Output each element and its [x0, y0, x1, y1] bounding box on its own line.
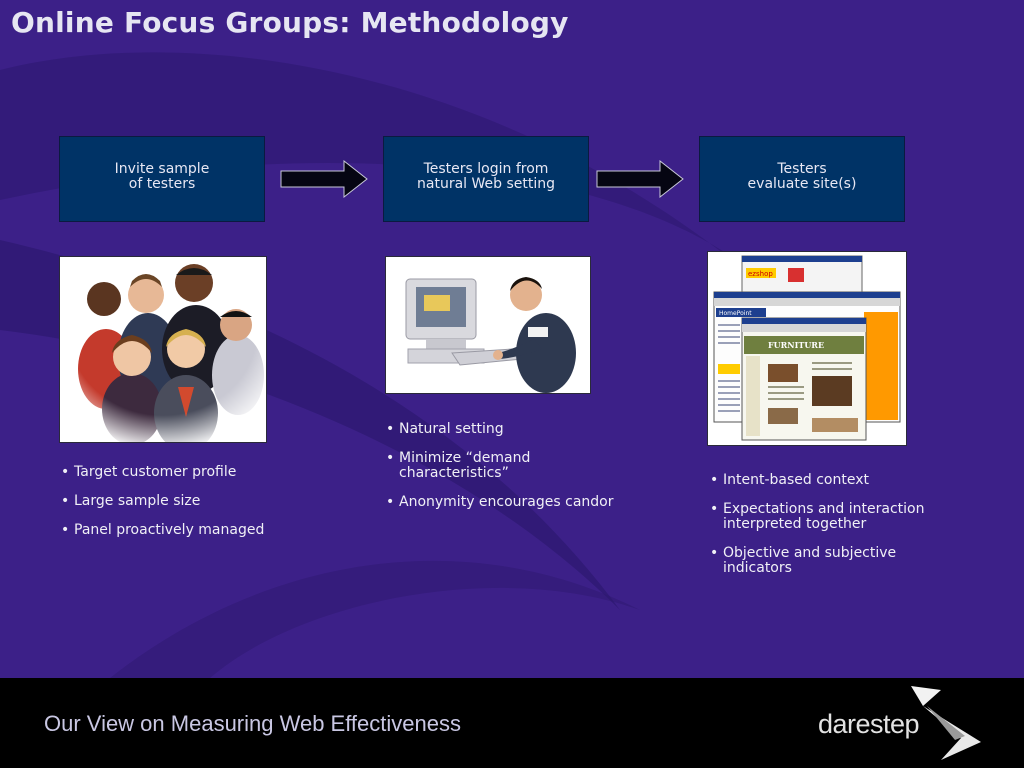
slide: Online Focus Groups: Methodology Invite …: [0, 0, 1024, 678]
footer-bar: Our View on Measuring Web Effectiveness …: [0, 678, 1024, 768]
bullet-list-evaluate: Intent-based context Expectations and in…: [710, 473, 950, 590]
step-label-line2: natural Web setting: [417, 176, 555, 192]
step-label-line2: of testers: [128, 176, 196, 192]
bullet-list-invite: Target customer profile Large sample siz…: [61, 465, 291, 552]
darestep-logo-text: darestep: [818, 709, 920, 739]
bullet-item: Large sample size: [61, 494, 291, 510]
bullet-list-login: Natural setting Minimize “demand charact…: [386, 422, 636, 524]
bullet-item: Expectations and interaction interpreted…: [710, 502, 950, 532]
bullet-item: Minimize “demand characteristics”: [386, 451, 636, 481]
arrow-right-icon: [596, 160, 684, 198]
computer-user-photo: [385, 256, 591, 394]
darestep-logo-mark-icon: [911, 686, 981, 760]
bullet-item: Intent-based context: [710, 473, 950, 489]
footer-tagline: Our View on Measuring Web Effectiveness: [44, 711, 461, 736]
bullet-item: Natural setting: [386, 422, 636, 438]
brand-label: ezshop: [748, 270, 773, 278]
bullet-item: Anonymity encourages candor: [386, 495, 636, 511]
brand-label: FURNITURE: [768, 340, 824, 350]
bullet-item: Target customer profile: [61, 465, 291, 481]
step-box-invite: Invite sample of testers: [59, 136, 265, 222]
slide-title: Online Focus Groups: Methodology: [11, 6, 569, 39]
step-box-evaluate: Testers evaluate site(s): [699, 136, 905, 222]
bullet-item: Panel proactively managed: [61, 523, 291, 539]
bullet-item: Objective and subjective indicators: [710, 546, 950, 576]
website-screenshots-photo: ezshop HomePoint FURNITURE: [707, 251, 907, 446]
people-group-photo: [59, 256, 267, 443]
step-label-line1: Testers: [777, 161, 827, 177]
step-label-line1: Testers login from: [423, 161, 549, 177]
step-box-login: Testers login from natural Web setting: [383, 136, 589, 222]
step-label-line2: evaluate site(s): [747, 176, 857, 192]
arrow-right-icon: [280, 160, 368, 198]
step-label-line1: Invite sample: [114, 161, 210, 177]
brand-label: HomePoint: [719, 310, 752, 317]
